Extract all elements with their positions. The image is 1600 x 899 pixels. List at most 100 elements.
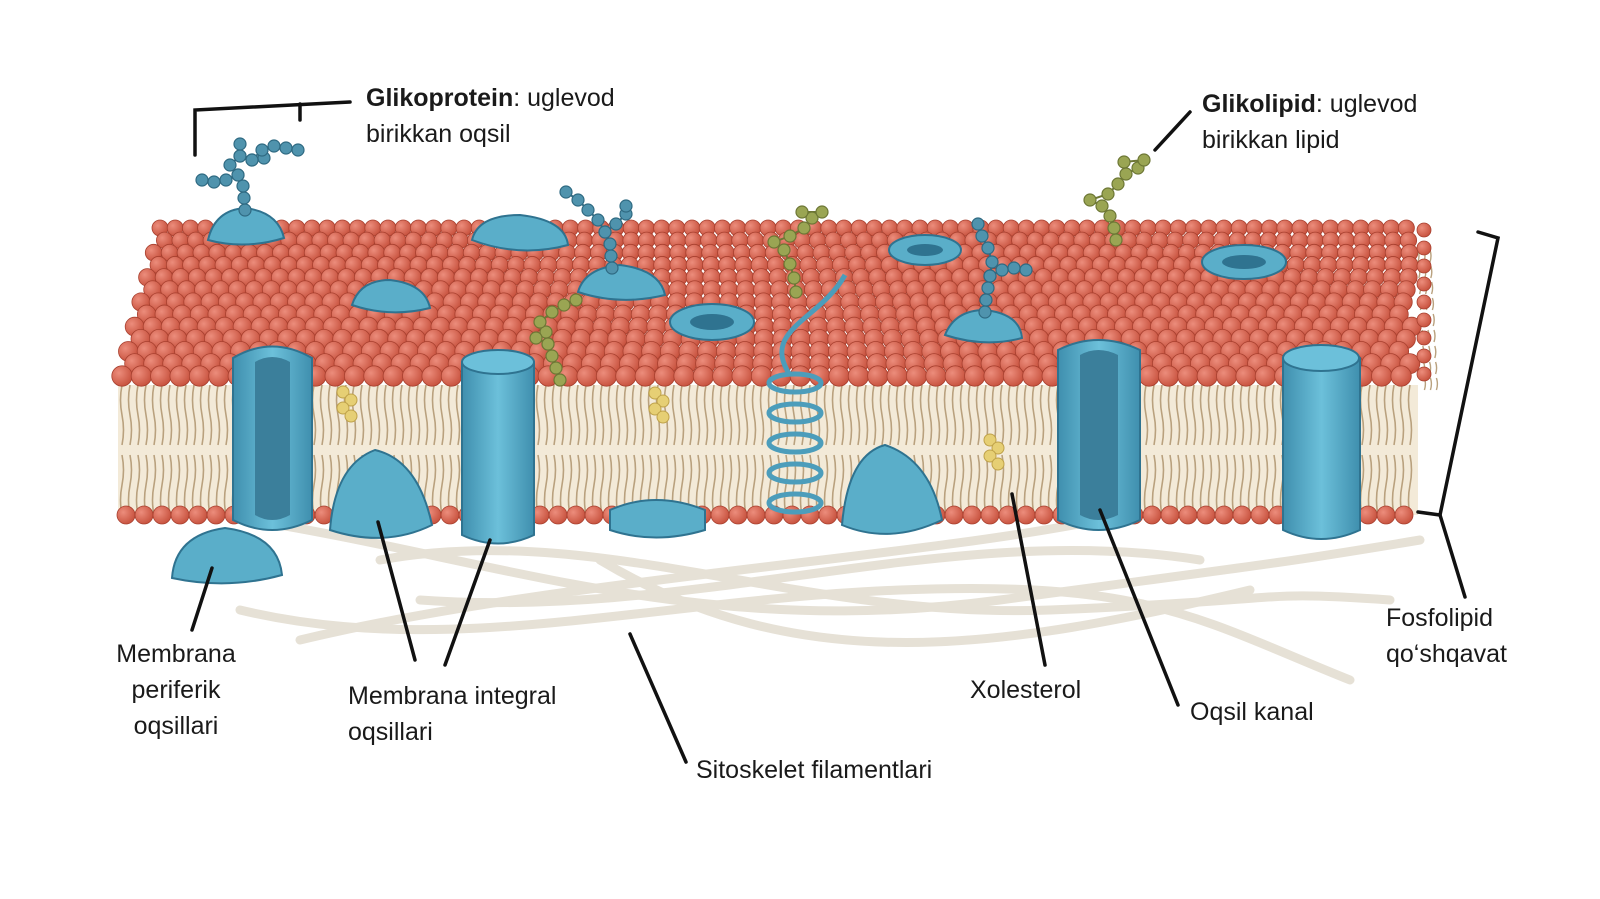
carbohydrate-chains <box>195 137 1151 387</box>
phospholipid-head <box>402 365 424 387</box>
protein-helix <box>766 273 848 515</box>
phospholipid-head <box>983 365 1005 387</box>
carbohydrate-chain <box>1083 153 1151 247</box>
phospholipid-head <box>1160 505 1180 525</box>
phospholipid-head <box>1416 330 1432 346</box>
protein-integral-2 <box>1282 344 1361 540</box>
label-glycoprotein-line2: birikkan oqsil <box>366 120 511 148</box>
carbohydrate-chain <box>245 139 305 167</box>
phospholipid-head <box>1416 294 1432 310</box>
pore-protein-3 <box>1201 244 1287 280</box>
label-protein-channel: Oqsil kanal <box>1190 698 1314 726</box>
phospholipid-head <box>382 365 404 387</box>
phospholipid-head <box>905 365 928 387</box>
phospholipid-head <box>828 365 850 387</box>
pore-protein-2 <box>888 234 962 266</box>
phospholipid-head <box>746 505 766 525</box>
phospholipid-head <box>324 365 346 387</box>
phospholipid-head <box>1358 505 1378 525</box>
phospholipid-head <box>130 365 152 387</box>
phospholipid-head <box>867 365 889 387</box>
bilayer-side-face <box>1416 222 1439 391</box>
phospholipid-head <box>116 505 136 525</box>
phospholipid-head <box>1394 505 1414 525</box>
phospholipid-head <box>421 365 443 387</box>
phospholipid-head <box>576 365 598 387</box>
phospholipid-head <box>566 505 586 525</box>
phospholipid-head <box>654 365 676 387</box>
phospholipid-head <box>1416 312 1432 328</box>
phospholipid-head <box>1002 365 1025 387</box>
label-glycolipid: Glikolipid: uglevod birikkan lipid <box>1202 86 1417 158</box>
phospholipid-head <box>1416 276 1432 292</box>
protein-channel-right <box>1057 339 1141 531</box>
phospholipid-head <box>615 365 637 387</box>
phospholipid-head <box>1178 505 1198 525</box>
protein-integral-1 <box>461 349 535 545</box>
label-integral-proteins: Membrana integral oqsillari <box>348 678 556 750</box>
phospholipid-head <box>343 365 366 387</box>
phospholipid-head <box>1034 505 1054 525</box>
carbohydrate-chain <box>598 199 633 239</box>
phospholipid-head <box>584 505 604 525</box>
phospholipid-head <box>1235 365 1257 387</box>
pore-protein-1 <box>669 303 755 341</box>
phospholipid-head <box>1016 505 1036 525</box>
phospholipid-head <box>111 365 133 387</box>
phospholipid-head <box>1416 222 1432 238</box>
phospholipid-head <box>1142 505 1162 525</box>
phospholipid-head <box>363 365 385 387</box>
phospholipid-head <box>1232 505 1252 525</box>
phospholipid-head <box>980 505 1000 525</box>
label-bilayer-line1: Fosfolipid <box>1386 604 1493 632</box>
surface-proteins <box>206 206 1287 344</box>
phospholipid-head <box>1416 240 1432 256</box>
leader-lines <box>190 100 1501 764</box>
phospholipid-head <box>731 365 753 387</box>
label-integral-line1: Membrana integral <box>348 682 557 710</box>
carbohydrate-chain <box>971 217 999 319</box>
membrane-proteins <box>170 273 1361 585</box>
phospholipid-head <box>188 505 208 525</box>
phospholipid-head <box>1376 505 1396 525</box>
phospholipid-head <box>1196 365 1218 387</box>
phospholipid-head <box>548 505 568 525</box>
phospholipid-head <box>1371 365 1393 387</box>
phospholipid-head <box>134 505 154 525</box>
label-integral-line2: oqsillari <box>348 718 433 746</box>
phospholipid-head <box>712 365 734 387</box>
phospholipid-head <box>152 505 172 525</box>
label-cholesterol: Xolesterol <box>970 676 1082 704</box>
phospholipid-head <box>728 505 748 525</box>
phospholipid-head <box>634 365 656 387</box>
carbohydrate-chain <box>233 137 247 163</box>
phospholipid-head <box>692 365 715 387</box>
phospholipid-head <box>886 365 908 387</box>
label-peripheral-line3: oqsillari <box>133 712 219 740</box>
phospholipid-head <box>169 365 191 387</box>
phospholipid-head <box>1214 505 1234 525</box>
carbohydrate-chain <box>767 205 829 299</box>
label-glycoprotein-rest: : uglevod <box>513 84 615 112</box>
phospholipid-head <box>1254 365 1277 387</box>
phospholipid-head <box>440 505 460 525</box>
phospholipid-head <box>1416 366 1432 382</box>
phospholipid-head <box>188 365 211 387</box>
phospholipid-head <box>1216 365 1238 387</box>
phospholipid-head <box>1138 365 1160 387</box>
phospholipid-head <box>818 505 838 525</box>
phospholipid-head <box>208 365 230 387</box>
carbohydrate-chain <box>533 293 583 387</box>
phospholipid-head <box>710 505 730 525</box>
cholesterol <box>983 433 1005 471</box>
protein-blob-2 <box>840 443 944 535</box>
label-phospholipid-bilayer: Fosfolipid qo‘shqavat <box>1386 600 1507 672</box>
phospholipid-head <box>206 505 226 525</box>
phospholipid-head <box>1196 505 1216 525</box>
phospholipid-head <box>944 505 964 525</box>
phospholipid-head <box>440 365 463 387</box>
phospholipid-head <box>673 365 695 387</box>
label-glycolipid-bold: Glikolipid <box>1202 90 1316 118</box>
phospholipid-head <box>944 365 966 387</box>
